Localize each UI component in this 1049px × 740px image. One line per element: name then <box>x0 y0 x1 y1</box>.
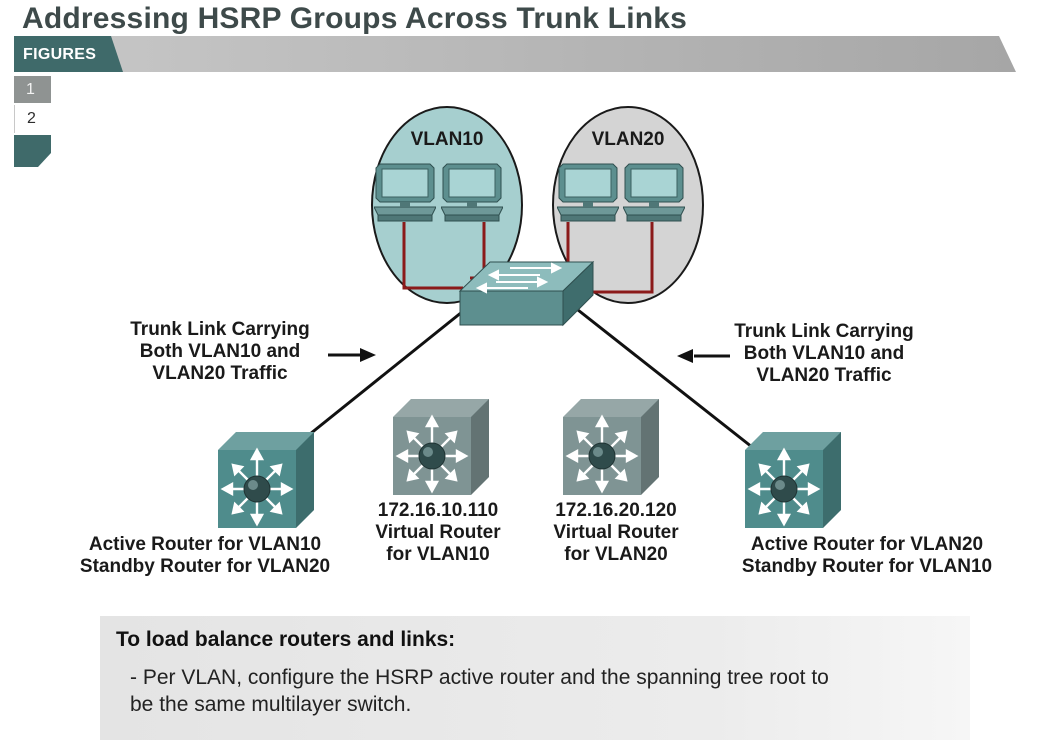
vlan20-label: VLAN20 <box>591 129 665 150</box>
summary-panel <box>100 616 970 740</box>
router-left-label: Active Router for VLAN10 Standby Router … <box>79 534 331 577</box>
figure-tab-2[interactable]: 2 <box>14 105 51 133</box>
pc-vlan20-1-icon <box>557 163 619 222</box>
virtual-router-10-icon <box>393 399 489 495</box>
virtual-router-20-label: 172.16.20.120 Virtual Router for VLAN20 <box>553 500 679 565</box>
pc-vlan20-2-icon <box>623 163 685 222</box>
summary-line: - Per VLAN, configure the HSRP active ro… <box>130 666 829 689</box>
router-right-label: Active Router for VLAN20 Standby Router … <box>741 534 993 577</box>
virtual-router-10-label: 172.16.10.110 Virtual Router for VLAN10 <box>375 500 501 565</box>
trunk-link-left <box>309 310 463 436</box>
page-title: Addressing HSRP Groups Across Trunk Link… <box>22 2 688 35</box>
arrow-left-icon <box>328 348 376 362</box>
header-bar <box>14 36 1016 72</box>
summary-heading: To load balance routers and links: <box>116 628 456 651</box>
active-router-right-icon <box>745 432 841 528</box>
trunk-label-left: Trunk Link Carrying Both VLAN10 and VLAN… <box>130 319 310 384</box>
pc-vlan10-2-icon <box>441 163 503 222</box>
figures-label: FIGURES <box>23 46 97 63</box>
arrow-right-icon <box>677 349 730 363</box>
trunk-label-right: Trunk Link Carrying Both VLAN10 and VLAN… <box>734 321 914 386</box>
active-router-left-icon <box>218 432 314 528</box>
summary-text: - Per VLAN, configure the HSRP active ro… <box>130 664 829 718</box>
vlan20-ellipse <box>552 106 704 304</box>
next-figure-button[interactable] <box>14 135 51 167</box>
summary-line: be the same multilayer switch. <box>130 693 412 716</box>
virtual-router-20-icon <box>563 399 659 495</box>
figure-tab-1[interactable]: 1 <box>14 76 51 104</box>
network-diagram <box>218 106 841 528</box>
trunk-link-right <box>577 308 753 449</box>
switch-icon <box>458 260 595 327</box>
pc-vlan10-1-icon <box>374 163 436 222</box>
vlan10-label: VLAN10 <box>410 129 484 150</box>
